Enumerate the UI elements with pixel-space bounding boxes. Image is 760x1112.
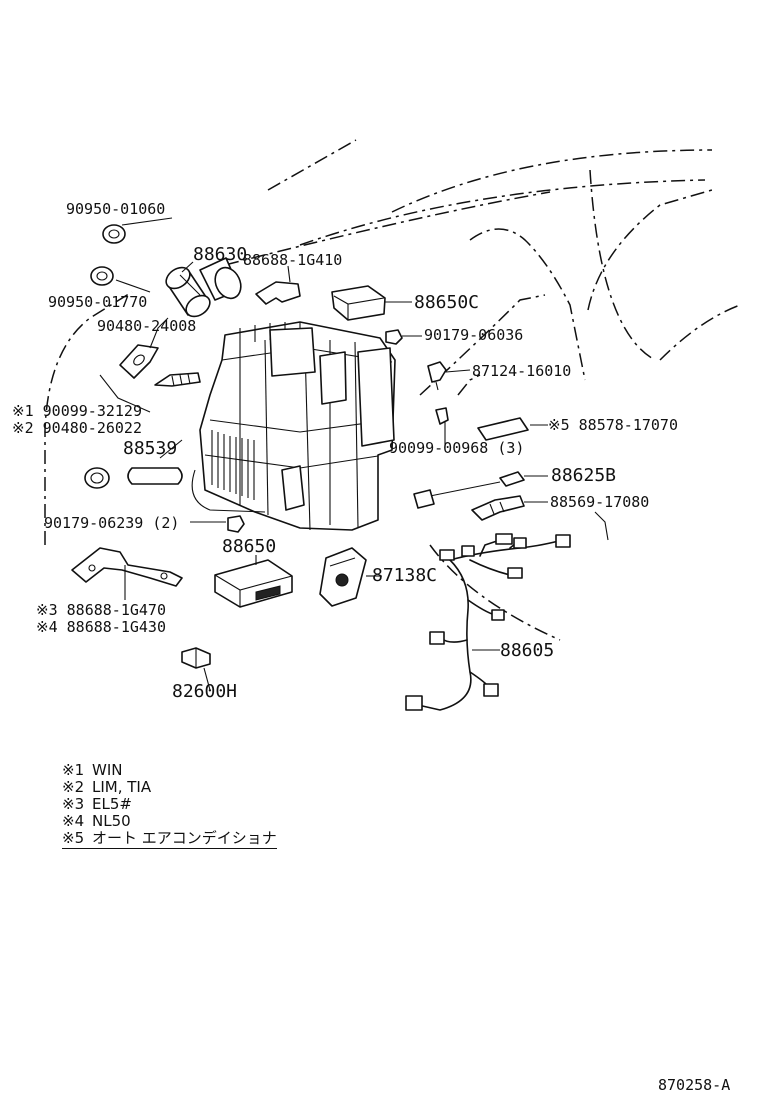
harness-88605 (405, 533, 571, 711)
clip-90480-24008 (119, 344, 159, 379)
part-label[interactable]: 88569-17080 (550, 493, 650, 511)
control-87138C (319, 547, 367, 607)
part-label[interactable]: 90179-06036 (424, 326, 524, 344)
part-label[interactable]: 90950-01060 (66, 200, 166, 218)
bracket-88688-1G410-cap (199, 257, 242, 301)
part-label[interactable]: 88688-1G410 (243, 251, 343, 269)
bracket-88688-1G470 (71, 547, 183, 587)
part-label[interactable]: 90099-00968 (3) (389, 439, 525, 457)
part-label[interactable]: ※5 88578-17070 (548, 416, 678, 434)
clip-88569-17080 (471, 495, 525, 521)
bracket-88688-1G410 (255, 281, 301, 305)
sensor-88578-17070 (477, 417, 529, 441)
part-label[interactable]: 88539 (123, 438, 178, 459)
part-label[interactable]: 87138C (372, 565, 438, 586)
part-label[interactable]: ※3 88688-1G470 (36, 601, 166, 619)
footnote-text: EL5# (92, 795, 132, 813)
ecu-88650 (214, 559, 293, 608)
screw-90099-00968 (435, 407, 449, 425)
footnote: ※4 NL50 (62, 814, 131, 829)
footnote-text: オート エアコンデイショナ (92, 829, 277, 847)
fuse-82600H (181, 647, 211, 669)
sensor-88630 (165, 266, 211, 318)
nut-90179-06239 (227, 515, 245, 533)
part-label[interactable]: 87124-16010 (472, 362, 572, 380)
part-label[interactable]: 88650 (222, 536, 277, 557)
footnote-text: WIN (92, 761, 123, 779)
grommet-90480-26022 (84, 467, 110, 489)
tube-88539 (127, 467, 183, 485)
leader-lines (99, 217, 609, 691)
screw-90099-32129 (154, 372, 201, 387)
part-label[interactable]: 90179-06239 (2) (44, 514, 180, 532)
nut-90179-06036 (385, 329, 403, 345)
diagram-id: 870258-A (658, 1076, 731, 1094)
part-label[interactable]: ※1 90099-32129 (12, 402, 142, 420)
part-label[interactable]: 88625B (551, 465, 617, 486)
footnote: ※2 LIM, TIA (62, 780, 151, 795)
grommet-90950-01770 (90, 266, 114, 286)
module-88650C (331, 285, 386, 321)
part-label[interactable]: 88650C (414, 292, 480, 313)
part-label[interactable]: 88605 (500, 640, 555, 661)
part-label[interactable]: 82600H (172, 681, 238, 702)
part-label[interactable]: 90950-01770 (48, 293, 148, 311)
grommet-90950-01060 (102, 224, 126, 244)
footnote: ※5 オート エアコンデイショナ (62, 831, 277, 849)
footnote: ※1 WIN (62, 763, 122, 778)
part-label[interactable]: 90480-24008 (97, 317, 197, 335)
part-label[interactable]: 88630 (193, 244, 248, 265)
footnote: ※3 EL5# (62, 797, 132, 812)
part-label[interactable]: ※4 88688-1G430 (36, 618, 166, 636)
footnote-mark: ※2 (62, 778, 85, 796)
footnote-mark: ※4 (62, 812, 85, 830)
footnote-text: LIM, TIA (92, 778, 152, 796)
part-label[interactable]: ※2 90480-26022 (12, 419, 142, 437)
footnote-mark: ※3 (62, 795, 85, 813)
hvac-unit (191, 321, 396, 531)
sensor-88625B (413, 471, 525, 509)
actuator-87124-16010 (427, 361, 447, 391)
footnote-mark: ※5 (62, 829, 85, 847)
footnote-mark: ※1 (62, 761, 85, 779)
footnote-text: NL50 (92, 812, 131, 830)
